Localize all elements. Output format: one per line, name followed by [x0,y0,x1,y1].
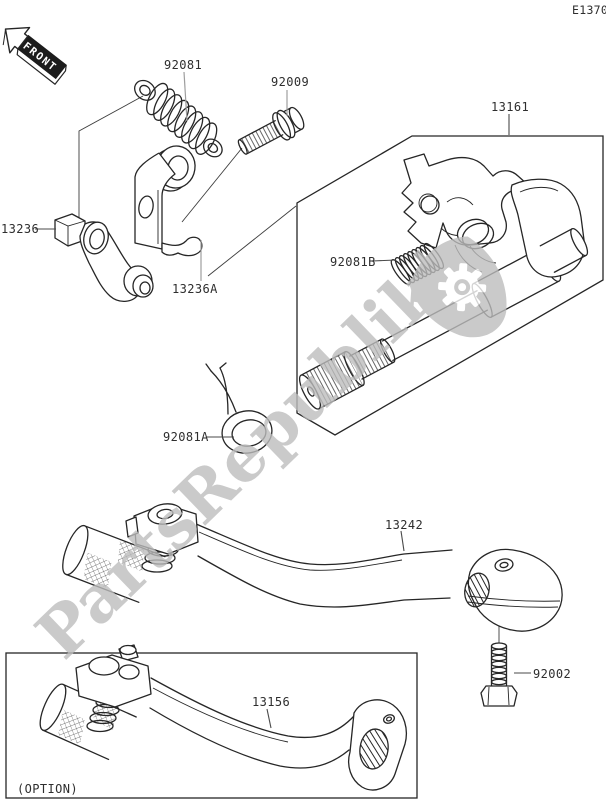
torsion-spring-92081a [205,362,273,454]
part-label-13161: 13161 [491,100,529,114]
part-label-92081a: 92081A [163,430,209,444]
option-caption: (OPTION) [17,782,78,796]
change-lever-bracket [134,145,203,257]
leader-lines [35,71,531,729]
shift-arm-plate [510,178,585,278]
watermark: PartsRepublik| [21,235,507,674]
drawing-code: E1370 [572,3,606,17]
bolt-92009 [237,106,305,155]
part-labels: 92081 92009 13161 13236 13236A 92081B 92… [1,3,606,796]
part-label-13236: 13236 [1,222,39,236]
part-label-92081: 92081 [164,58,202,72]
part-label-92002: 92002 [533,667,571,681]
part-label-13236a: 13236A [172,282,218,296]
bolt-92002 [480,642,518,707]
part-label-13242: 13242 [385,518,423,532]
gear-pedal-13242 [62,503,563,632]
watermark-brand: PartsRepublik [21,251,454,673]
part-label-92009: 92009 [271,75,309,89]
change-lever-13236 [54,213,154,302]
part-label-92081b: 92081B [330,255,376,269]
watermark-text: PartsRepublik| [21,235,471,673]
gear-pedal-13156 [39,644,408,791]
option-box [5,652,418,799]
gear-icon [438,263,487,312]
front-arrow: FRONT [2,26,67,85]
gear-change-shaft [298,153,589,410]
watermark-logo [409,236,507,338]
part-label-13156: 13156 [252,695,290,709]
assembly-box-13161 [296,135,604,436]
front-arrowhead-icon [4,26,31,54]
